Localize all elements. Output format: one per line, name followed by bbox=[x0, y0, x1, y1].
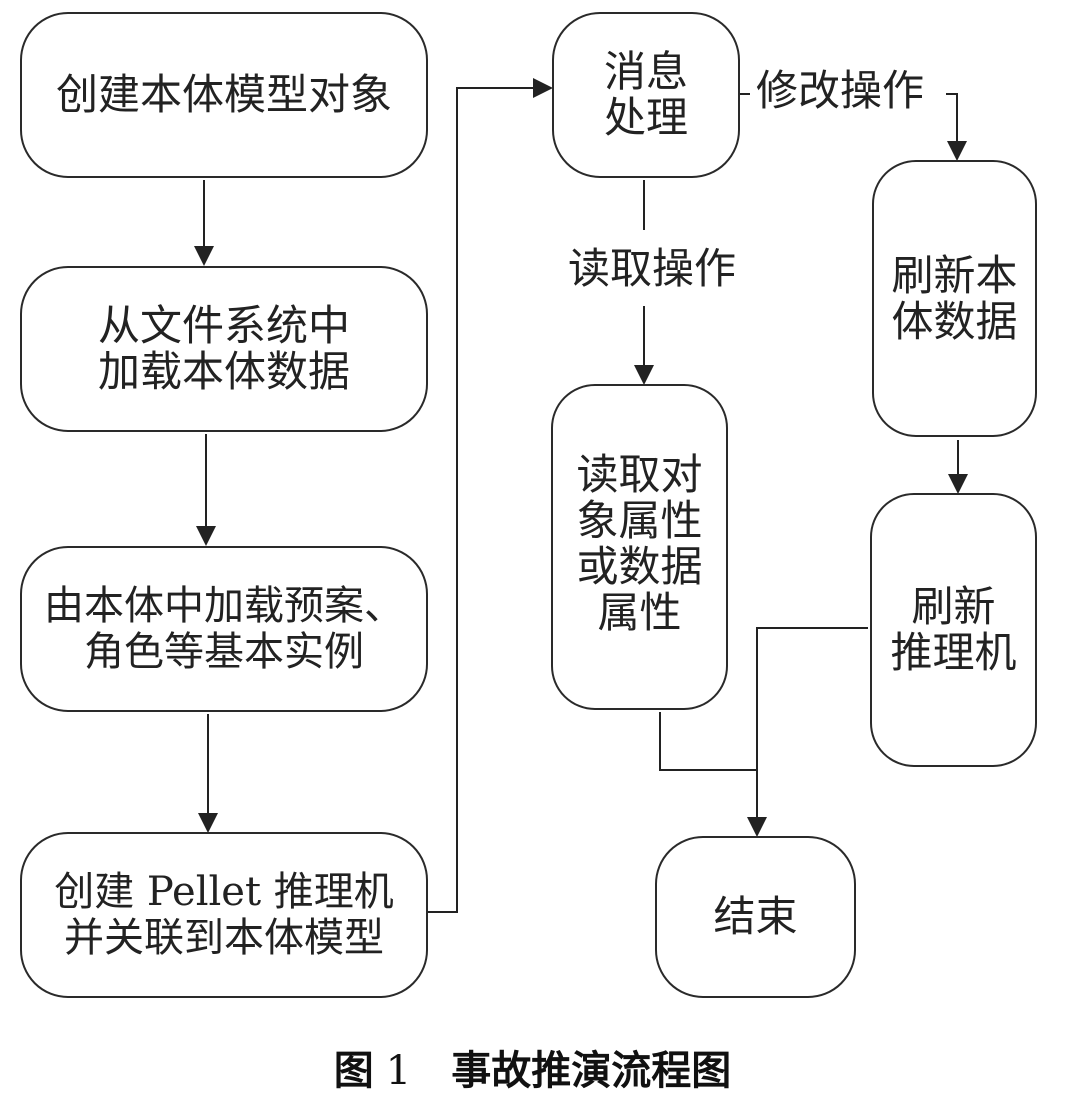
node-read-properties: 读取对 象属性 或数据 属性 bbox=[551, 384, 728, 710]
node-label: 刷新 推理机 bbox=[890, 582, 1017, 677]
node-label: 刷新本 体数据 bbox=[891, 250, 1018, 346]
node-label: 创建 Pellet 推理机 并关联到本体模型 bbox=[54, 869, 394, 961]
node-refresh-ontology: 刷新本 体数据 bbox=[872, 160, 1037, 437]
node-label: 结束 bbox=[713, 892, 798, 941]
node-label: 由本体中加载预案、 角色等基本实例 bbox=[44, 583, 404, 675]
node-create-model: 创建本体模型对象 bbox=[20, 12, 428, 178]
caption-title: 事故推演流程图 bbox=[451, 1048, 732, 1094]
edge-label-read: 读取操作 bbox=[568, 244, 737, 293]
edge-props-to-end bbox=[659, 712, 757, 771]
caption-number: 1 bbox=[385, 1048, 412, 1094]
edge-reasoner-to-end bbox=[747, 627, 868, 837]
edge-modify-to-refresh bbox=[946, 93, 967, 161]
node-label: 创建本体模型对象 bbox=[55, 70, 392, 119]
edge-reasoner-to-message bbox=[428, 78, 553, 913]
node-create-reasoner: 创建 Pellet 推理机 并关联到本体模型 bbox=[20, 832, 428, 998]
node-label: 消息 处理 bbox=[603, 47, 688, 142]
node-message: 消息 处理 bbox=[552, 12, 740, 178]
node-load-instances: 由本体中加载预案、 角色等基本实例 bbox=[20, 546, 428, 712]
node-load-data: 从文件系统中 加载本体数据 bbox=[20, 266, 428, 432]
edge-label-modify: 修改操作 bbox=[756, 66, 925, 115]
node-refresh-reasoner: 刷新 推理机 bbox=[870, 493, 1037, 767]
node-end: 结束 bbox=[655, 836, 856, 998]
caption-prefix: 图 bbox=[333, 1048, 374, 1094]
node-label: 从文件系统中 加载本体数据 bbox=[97, 301, 350, 396]
node-label: 读取对 象属性 或数据 属性 bbox=[576, 450, 703, 637]
